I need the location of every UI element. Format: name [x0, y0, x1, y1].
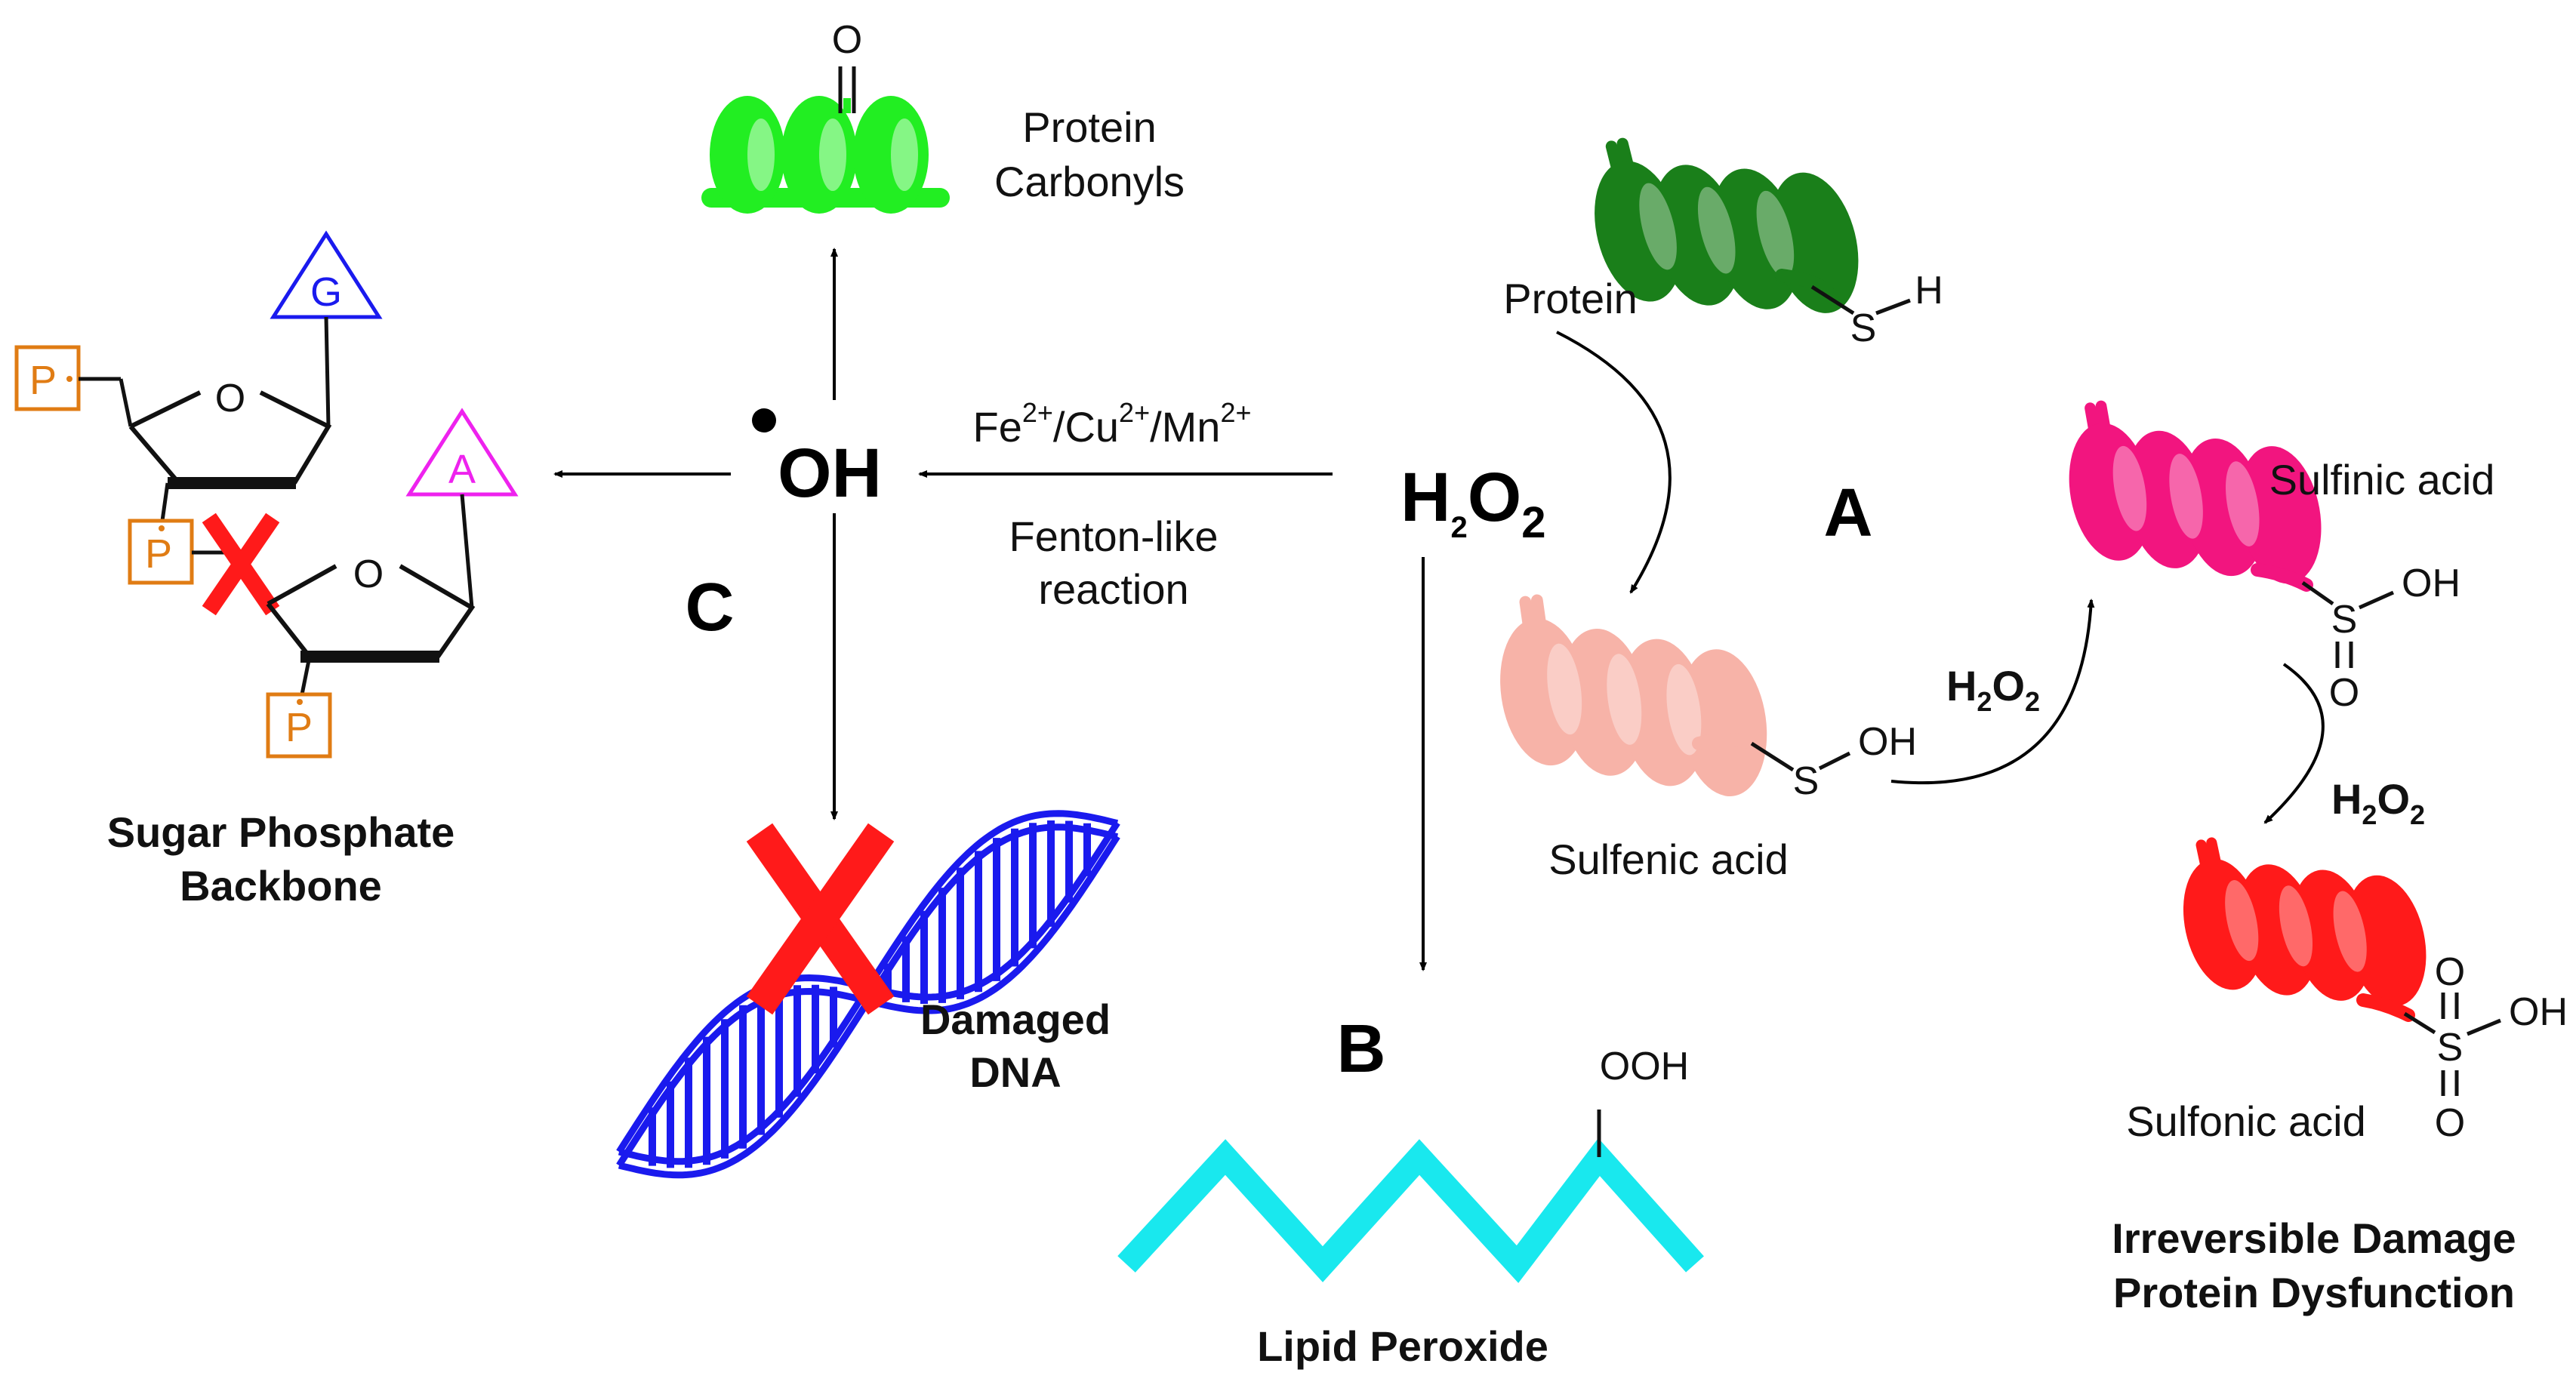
- carbonyl-coil-shine-2: [891, 119, 918, 191]
- sulfinic-so-bond: [2358, 590, 2395, 610]
- sulfenic-helix-icon: [1489, 571, 1776, 826]
- phosphate-label-1: P: [29, 358, 57, 403]
- carbonyl-coil-shine-0: [747, 119, 775, 191]
- sulfonic-o-bottom: O: [2435, 1101, 2465, 1145]
- panel-a-label: A: [1824, 476, 1873, 551]
- protein-helix-icon: [1576, 94, 1872, 363]
- carbonyl-protein-icon: [701, 96, 950, 214]
- thiol-sh-bond: [1875, 298, 1911, 315]
- sulfonic-so-bond: [2467, 1018, 2501, 1036]
- phosphate-dot-3: [297, 699, 303, 705]
- h2o2-label-3: H2O2: [2331, 775, 2425, 830]
- lower-ring-oxygen: O: [353, 552, 384, 596]
- irreversible-label-2: Protein Dysfunction: [2113, 1269, 2515, 1316]
- sulfinic-o: O: [2329, 671, 2359, 715]
- carbonyl-coil-1: [781, 96, 857, 214]
- upper-ring-oxygen: O: [215, 377, 245, 420]
- sulfonic-cs-bond: [2403, 1011, 2436, 1035]
- sulfinic-acid-label: Sulfinic acid: [2269, 456, 2495, 503]
- protein-label: Protein: [1503, 275, 1637, 322]
- protein-carbonyls-label-2: Carbonyls: [994, 158, 1185, 205]
- thiol-s: S: [1850, 306, 1877, 350]
- backbone-label-2: Backbone: [180, 862, 382, 910]
- sulfenic-so-bond: [1818, 751, 1851, 771]
- phosphate-bond-2a: [160, 482, 170, 522]
- lipid-peroxide-group: B OOH Lipid Peroxide: [1117, 1011, 1704, 1370]
- sulfenic-cs-bond: [1750, 741, 1795, 772]
- backbone-label-1: Sugar Phosphate: [107, 808, 455, 856]
- protein-thiol-group: S H Protein: [1503, 94, 1943, 363]
- sulfonic-acid-label: Sulfonic acid: [2126, 1097, 2366, 1145]
- carbonyl-coil-0: [710, 96, 785, 214]
- phosphate-box-3: [266, 692, 332, 759]
- sulfinic-tail: [2251, 563, 2313, 592]
- adenine-label: A: [448, 447, 476, 492]
- backbone-damage-x-icon: [202, 512, 280, 616]
- sulfonic-s: S: [2437, 1026, 2464, 1070]
- sulfonic-tail: [2356, 993, 2415, 1022]
- sulfinic-cs-bond: [2301, 580, 2334, 606]
- guanine-bond: [324, 316, 331, 427]
- damaged-dna-label-1: Damaged: [920, 996, 1111, 1043]
- adenine-bond: [460, 494, 474, 608]
- lipid-peroxide-label: Lipid Peroxide: [1257, 1322, 1548, 1370]
- carbonyl-coil-2: [853, 96, 929, 214]
- fenton-label-1: Fenton-like: [1009, 512, 1218, 560]
- sulfonic-acid-group: S OH O O Sulfonic acid: [2126, 804, 2568, 1145]
- fenton-label-2: reaction: [1038, 565, 1188, 613]
- sulfenic-acid-label: Sulfenic acid: [1548, 836, 1789, 883]
- sulfinic-s: S: [2331, 598, 2358, 642]
- arrow-protein-to-sulfenic: [1556, 331, 1672, 594]
- phosphate-bond-1b: [119, 378, 133, 427]
- thiol-h: H: [1915, 269, 1943, 312]
- metal-ions-label: Fe2+/Cu2+/Mn2+: [972, 397, 1251, 451]
- protein-carbonyls-group: O Protein Carbonyls: [701, 18, 1185, 214]
- guanine-label: G: [310, 269, 342, 315]
- zigzag-chain-icon: [1117, 1137, 1704, 1283]
- dna-damage-x-icon: [746, 823, 895, 1015]
- phosphate-dot-1: [66, 376, 72, 382]
- sulfinic-oh: OH: [2402, 562, 2460, 605]
- panel-c-label: C: [686, 570, 735, 645]
- sulfenic-oh: OH: [1858, 720, 1917, 764]
- sulfenic-tail: [1692, 733, 1762, 750]
- damaged-dna-label-2: DNA: [969, 1048, 1061, 1096]
- sulfonic-oh: OH: [2509, 990, 2568, 1034]
- panel-b-label: B: [1337, 1011, 1386, 1087]
- sulfonic-o-top: O: [2435, 950, 2465, 994]
- sugar-phosphate-backbone: O G P P O A P Sugar Phosphat: [14, 230, 519, 910]
- arrow-sulfenic-to-sulfinic: [1890, 599, 2095, 785]
- hydroxyl-radical: OH C: [686, 408, 882, 645]
- carbonyl-coil-shine-1: [819, 119, 846, 191]
- arrow-sulfinic-to-sulfonic: [2263, 663, 2325, 824]
- phosphate-dot-2: [159, 525, 165, 531]
- h2o2-label: H2O2: [1400, 459, 1546, 547]
- h2o2-label-2: H2O2: [1946, 662, 2040, 717]
- ooh-label: OOH: [1600, 1045, 1689, 1088]
- protein-carbonyls-label-1: Protein: [1022, 103, 1156, 151]
- phosphate-label-2: P: [145, 531, 172, 577]
- damaged-dna-group: Damaged DNA: [616, 810, 1120, 1179]
- phosphate-bond-3a: [300, 656, 312, 695]
- thiol-tail: [1775, 269, 1834, 297]
- radical-dot-icon: [752, 408, 776, 432]
- thiol-cs-bond: [1810, 285, 1855, 315]
- irreversible-label-1: Irreversible Damage: [2112, 1214, 2516, 1262]
- sulfenic-s: S: [1793, 759, 1820, 803]
- carbonyl-oxygen: O: [832, 18, 862, 62]
- phosphate-label-3: P: [285, 705, 313, 750]
- sulfinic-acid-group: S OH O Sulfinic acid: [2056, 372, 2494, 715]
- h2o2-center: H2O2: [1400, 459, 1546, 547]
- sulfenic-acid-group: S OH Sulfenic acid: [1489, 571, 1917, 883]
- radical-oh-label: OH: [778, 435, 882, 512]
